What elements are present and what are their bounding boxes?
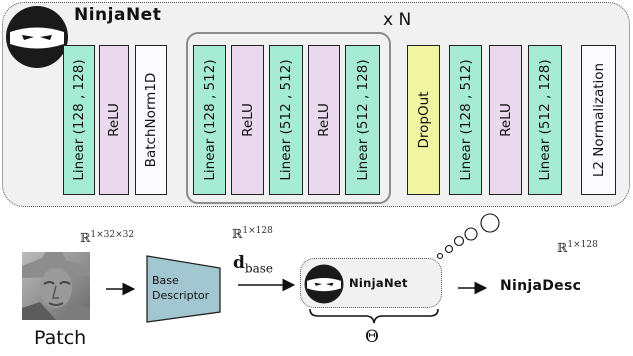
dbase-dim-label: ℝ1×128 [232,226,273,241]
ninja-logo-icon-small [304,264,344,304]
layer-linear-512-512: Linear (512 , 512) [269,45,303,195]
thought-bubble [444,244,454,254]
layer-relu: ReLU [308,45,340,195]
layer-linear-128-128: Linear (128 , 128) [63,45,95,195]
thought-bubble [453,235,465,247]
ninja-logo-icon [6,6,68,68]
math-exp: 1×128 [242,226,273,236]
layer-linear-128-512: Linear (128 , 512) [193,45,226,195]
base-descriptor-line: Base [152,274,179,287]
theta-brace [309,308,439,324]
layer-relu: ReLU [231,45,264,195]
patch-image [22,252,90,320]
thought-bubble [436,252,444,260]
base-descriptor-label: Base Descriptor [152,273,209,303]
patch-label: Patch [34,327,87,349]
math-r: ℝ [232,226,243,242]
thought-bubble [480,213,500,233]
base-descriptor-line: Descriptor [152,289,210,302]
layer-linear-512-128: Linear (512 , 128) [528,45,562,195]
math-r: ℝ [557,240,568,256]
brand-title: NinjaNet [74,5,162,25]
dbase-d: d [233,253,245,273]
output-dim-label: ℝ1×128 [557,240,598,255]
layer-linear-512-128: Linear (512 , 128) [345,45,380,195]
layer-dropout: DropOut [407,45,440,195]
math-exp: 1×128 [567,240,598,250]
math-r: ℝ [80,230,91,246]
layer-relu: ReLU [99,45,129,195]
patch-dim-label: ℝ1×32×32 [80,230,134,245]
dbase-subscript: base [244,261,273,276]
layer-linear-128-512: Linear (128 , 512) [449,45,482,195]
ninjadesc-label: NinjaDesc [500,278,582,294]
layer-l2-normalization: L2 Normalization [581,45,616,195]
math-exp: 1×32×32 [90,230,135,240]
layer-batchnorm: BatchNorm1D [135,45,167,195]
dbase-symbol: dbase [233,253,273,275]
base-descriptor-shape [146,255,221,323]
ninjanet-label: NinjaNet [349,276,408,290]
theta-label: Θ [365,327,379,347]
repeat-label: x N [383,10,412,30]
layer-relu: ReLU [489,45,522,195]
thought-bubble [464,227,478,241]
